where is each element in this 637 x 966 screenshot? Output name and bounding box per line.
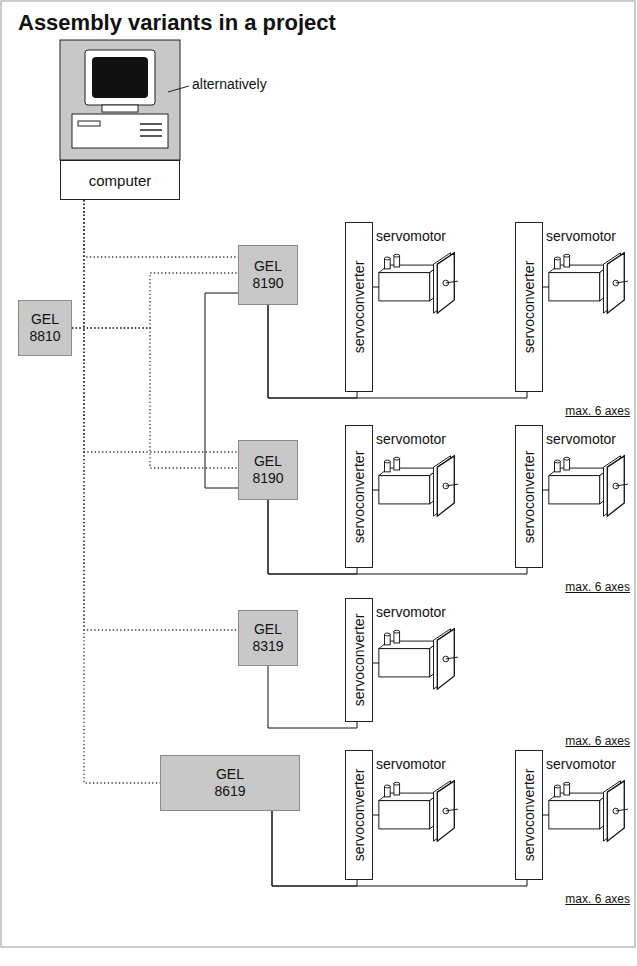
vent-line xyxy=(140,129,162,131)
dotted-link xyxy=(84,200,238,630)
controller-box: GEL 8619 xyxy=(160,755,300,811)
servomotor-drawing xyxy=(549,253,628,313)
bus-line xyxy=(268,305,527,398)
servoconverter-box: servoconverter xyxy=(515,750,543,880)
box-label: GEL 8810 xyxy=(25,311,65,345)
vertical-label: servoconverter xyxy=(351,261,367,354)
bus-line xyxy=(272,811,527,886)
servoconverter-box: servoconverter xyxy=(515,222,543,392)
vertical-label: servoconverter xyxy=(351,769,367,862)
servomotor-drawing xyxy=(379,253,458,313)
servomotor-drawing xyxy=(379,629,458,689)
leader-line xyxy=(168,86,189,92)
box-label: GEL 8190 xyxy=(248,453,288,487)
vertical-label: servoconverter xyxy=(351,450,367,543)
box-label: GEL 8190 xyxy=(248,258,288,292)
axis-note: max. 6 axes xyxy=(565,404,630,418)
drive-slot xyxy=(78,121,100,126)
box-label: GEL 8619 xyxy=(210,766,250,800)
dotted-link xyxy=(84,200,238,257)
box-label: computer xyxy=(89,172,152,189)
monitor xyxy=(85,50,155,105)
vent-line xyxy=(140,123,162,125)
vertical-label: servoconverter xyxy=(351,614,367,707)
bus-line xyxy=(268,666,357,728)
servoconverter-box: servoconverter xyxy=(345,222,373,392)
dotted-link xyxy=(72,328,238,468)
part-label: servomotor xyxy=(376,228,446,244)
controller-box: GEL 8319 xyxy=(238,610,298,666)
vertical-label: servoconverter xyxy=(521,769,537,862)
controller-box: GEL 8810 xyxy=(18,300,72,356)
axis-note: max. 6 axes xyxy=(565,580,630,594)
servomotor-drawing xyxy=(549,456,628,516)
vertical-label: servoconverter xyxy=(521,450,537,543)
bus-line xyxy=(205,293,238,488)
bus-line xyxy=(268,500,527,574)
part-label: servomotor xyxy=(376,431,446,447)
vent-line xyxy=(140,135,162,137)
part-label: servomotor xyxy=(546,756,616,772)
dotted-link xyxy=(72,273,238,328)
bus-line xyxy=(268,500,357,574)
servomotor-drawing xyxy=(379,781,458,841)
box-label: GEL 8319 xyxy=(248,621,288,655)
dotted-link xyxy=(84,200,160,783)
controller-box: GEL 8190 xyxy=(238,440,298,500)
computer-box: computer xyxy=(60,160,180,200)
monitor-stand xyxy=(102,105,138,112)
servoconverter-box: servoconverter xyxy=(345,750,373,880)
servomotor-drawing xyxy=(379,456,458,516)
vertical-label: servoconverter xyxy=(521,261,537,354)
computer-case xyxy=(72,114,168,148)
part-label: servomotor xyxy=(546,228,616,244)
page-frame xyxy=(1,1,635,947)
part-label: servomotor xyxy=(546,431,616,447)
servoconverter-box: servoconverter xyxy=(515,425,543,568)
diagram-title: Assembly variants in a project xyxy=(18,10,336,36)
servomotor-drawing xyxy=(549,781,628,841)
axis-note: max. 6 axes xyxy=(565,734,630,748)
monitor-screen xyxy=(92,57,148,98)
part-label: servomotor xyxy=(376,756,446,772)
dotted-link xyxy=(84,200,238,452)
servoconverter-box: servoconverter xyxy=(345,425,373,568)
part-label: servomotor xyxy=(376,604,446,620)
controller-box: GEL 8190 xyxy=(238,245,298,305)
computer-housing xyxy=(60,40,180,160)
callout-label: alternatively xyxy=(192,76,267,92)
bus-line xyxy=(268,305,357,398)
servoconverter-box: servoconverter xyxy=(345,598,373,722)
axis-note: max. 6 axes xyxy=(565,892,630,906)
